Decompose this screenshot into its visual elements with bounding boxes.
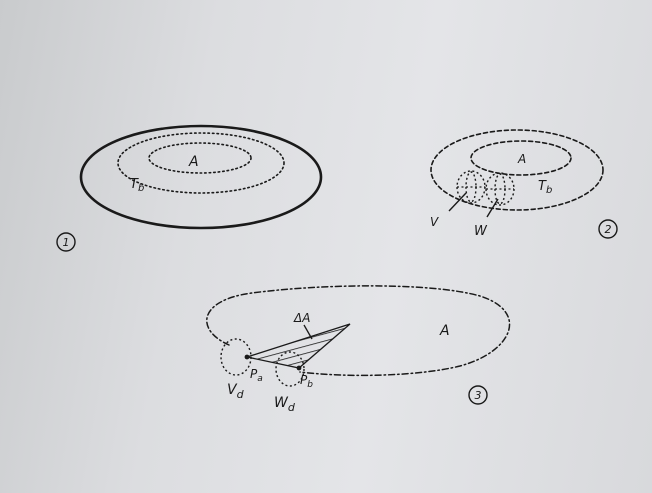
figure-1: A Tb 1 xyxy=(57,126,321,251)
fig2-torus-outer xyxy=(431,130,603,210)
fig3-disk-v-subscript: d xyxy=(237,388,245,401)
fig3-disk-v-label: Vd xyxy=(227,382,245,401)
fig3-point-b-label: Pb xyxy=(300,373,313,390)
fig3-delta-label: ΔA xyxy=(293,311,310,325)
fig1-outer-boundary xyxy=(81,126,321,228)
figure-2: A Tb V W 2 xyxy=(430,130,617,239)
figure-3: A ΔA Pa Pb Vd Wd 3 xyxy=(207,286,510,414)
fig3-disk-w-subscript: d xyxy=(288,401,296,414)
fig3-point-a xyxy=(245,355,250,360)
fig3-region-label: A xyxy=(439,323,450,339)
fig1-inner-dotted-ring xyxy=(149,143,251,173)
fig3-number: 3 xyxy=(475,389,482,402)
fig2-number: 2 xyxy=(605,223,612,236)
fig2-v-label: V xyxy=(430,215,439,229)
fig3-point-b xyxy=(297,366,302,371)
fig3-disk-w-label: Wd xyxy=(274,395,296,414)
fig2-region-label: A xyxy=(517,152,526,166)
fig1-region-label: A xyxy=(188,154,199,170)
fig3-point-a-subscript: a xyxy=(257,374,263,384)
fig3-delta-region xyxy=(247,324,350,368)
fig2-torus-label: Tb xyxy=(538,179,552,196)
fig3-disk-w-letter: W xyxy=(274,395,289,411)
fig1-torus-label: Tb xyxy=(130,177,144,194)
fig1-number: 1 xyxy=(63,236,70,249)
fig3-point-b-subscript: b xyxy=(307,380,313,390)
fig2-w-label: W xyxy=(474,224,488,239)
fig1-torus-subscript: b xyxy=(138,183,144,194)
fig2-torus-subscript: b xyxy=(546,185,552,196)
fig3-point-a-label: Pa xyxy=(250,367,263,384)
fig3-region-boundary xyxy=(207,286,510,376)
